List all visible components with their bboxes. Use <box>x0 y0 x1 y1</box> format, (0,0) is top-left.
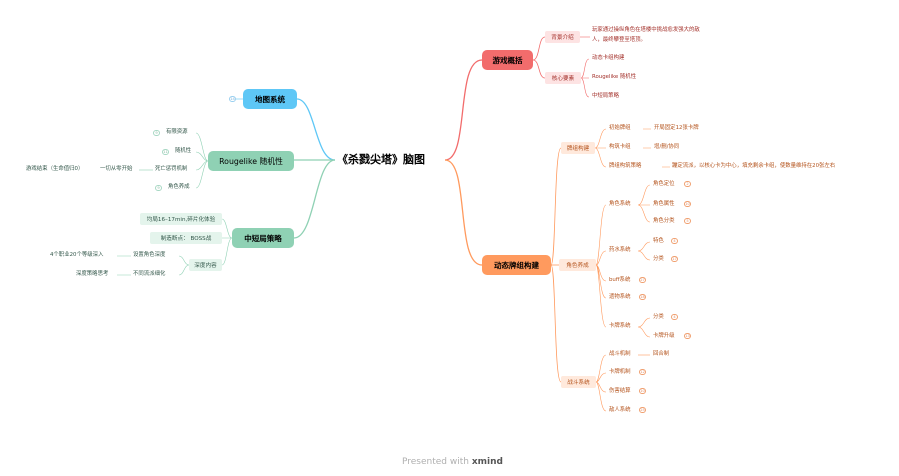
deck-strategy[interactable]: 牌组构筑策略 <box>609 163 642 169</box>
badge-icon[interactable]: 2 <box>684 181 691 187</box>
core-item[interactable]: Rougelike 随机性 <box>592 74 637 80</box>
depth-child[interactable]: 设置角色深度 <box>133 252 166 258</box>
battle-label: 战斗系统 <box>567 380 590 386</box>
background-text-2: 人，最终攀登至塔顶。 <box>592 37 646 43</box>
core-node[interactable]: 核心要素 <box>545 72 581 84</box>
background-label: 背景介绍 <box>551 35 574 41</box>
badge-icon[interactable]: 12 <box>639 369 646 375</box>
overview-node[interactable]: 游戏概括 <box>482 50 533 70</box>
mid-item[interactable]: 均局16–17min,碎片化体验 <box>140 213 222 225</box>
potion-item[interactable]: 分类 <box>653 256 664 262</box>
battle-mech[interactable]: 战斗机制 <box>609 351 631 357</box>
buff-system[interactable]: buff系统 <box>609 277 631 283</box>
background-node[interactable]: 背景介绍 <box>545 31 580 43</box>
mid-item-label: 深度内容 <box>194 263 217 269</box>
battle-node[interactable]: 战斗系统 <box>561 376 596 388</box>
xmind-logo: xmind <box>471 457 503 467</box>
role-system[interactable]: 角色系统 <box>609 201 631 207</box>
badge-icon[interactable]: 10 <box>684 201 691 207</box>
core-label: 核心要素 <box>551 76 575 82</box>
deck-label: 动态牌组构建 <box>494 260 539 270</box>
badge-icon[interactable]: 18 <box>639 294 646 300</box>
core-item[interactable]: 中短局策略 <box>592 93 619 99</box>
badge-icon[interactable]: 10 <box>639 388 646 394</box>
mid-item-label: 制造断点： BOSS战 <box>160 236 212 242</box>
depth-note: 4个职业20个等级深入 <box>50 252 104 258</box>
card-item[interactable]: 分类 <box>653 314 664 320</box>
battle-item[interactable]: 敌人系统 <box>609 407 631 413</box>
badge-icon[interactable]: 5 <box>684 218 691 224</box>
root-title: 《杀戮尖塔》脑图 <box>337 153 425 166</box>
map-label: 地图系统 <box>255 94 285 104</box>
death-note: 一切从零开始 <box>100 166 133 172</box>
initial-deck[interactable]: 初始牌组 <box>609 125 631 131</box>
buy-deck[interactable]: 构筑卡组 <box>609 144 631 150</box>
badge-icon[interactable]: 14 <box>229 96 236 102</box>
initial-deck-value: 开局固定12张卡牌 <box>654 125 699 131</box>
deck-strategy-value: 蹦定流派，以核心卡为中心，填充剩余卡组，使数量维持在20张左右 <box>672 163 836 169</box>
mid-item-label: 均局16–17min,碎片化体验 <box>146 217 216 223</box>
rogue-item[interactable]: 随机性 <box>175 148 192 154</box>
card-item[interactable]: 卡牌升级 <box>653 333 675 339</box>
badge-icon[interactable]: 11 <box>162 149 169 155</box>
footer-prefix: Presented with <box>402 457 469 467</box>
buy-deck-value: 增/删/协同 <box>654 144 680 150</box>
depth-note: 深度策略思考 <box>76 271 109 277</box>
core-item[interactable]: 动态卡组构建 <box>592 55 625 61</box>
battle-item[interactable]: 伤害结算 <box>609 388 631 394</box>
deck-node[interactable]: 动态牌组构建 <box>482 255 551 275</box>
badge-icon[interactable]: 13 <box>684 333 691 339</box>
rogue-item[interactable]: 角色养成 <box>168 184 190 190</box>
depth-child[interactable]: 不同流派细化 <box>133 271 166 277</box>
relic-system[interactable]: 遗物系统 <box>609 294 631 300</box>
potion-item[interactable]: 特色 <box>653 238 664 244</box>
badge-icon[interactable]: 4 <box>671 238 678 244</box>
role-item[interactable]: 角色分类 <box>653 218 675 224</box>
card-system[interactable]: 卡牌系统 <box>609 323 631 329</box>
background-text-1: 玩家通过操纵角色在塔楼中挑战愈发强大的敌 <box>592 27 700 33</box>
role-item[interactable]: 角色属性 <box>653 201 675 207</box>
deck-build-label: 牌组构建 <box>566 146 590 152</box>
badge-icon[interactable]: 9 <box>155 185 162 191</box>
badge-icon[interactable]: 27 <box>639 277 646 283</box>
mid-label: 中短局策略 <box>244 233 282 243</box>
mid-node[interactable]: 中短局策略 <box>232 228 294 248</box>
potion-system[interactable]: 药水系统 <box>609 247 631 253</box>
battle-mech-value: 回合制 <box>653 351 670 357</box>
badge-icon[interactable]: 4 <box>671 314 678 320</box>
mid-item[interactable]: 制造断点： BOSS战 <box>150 232 222 244</box>
rogue-label: Rougelike 随机性 <box>219 156 283 166</box>
battle-item[interactable]: 卡牌机制 <box>609 369 631 375</box>
badge-icon[interactable]: 25 <box>639 407 646 413</box>
mid-item[interactable]: 深度内容 <box>189 259 222 271</box>
rogue-item[interactable]: 有限资源 <box>166 129 188 135</box>
map-node[interactable]: 地图系统 <box>243 89 297 109</box>
rogue-item[interactable]: 死亡惩罚机制 <box>155 166 188 172</box>
role-growth-node[interactable]: 角色养成 <box>559 259 596 271</box>
deck-build-node[interactable]: 牌组构建 <box>561 142 595 154</box>
presented-with-xmind[interactable]: Presented with xmind <box>402 457 503 467</box>
badge-icon[interactable]: 9 <box>153 130 160 136</box>
role-growth-label: 角色养成 <box>566 263 589 269</box>
overview-label: 游戏概括 <box>492 55 523 65</box>
badge-icon[interactable]: 17 <box>671 256 678 262</box>
death-note-2: 游戏结束（生命值归0） <box>26 166 84 172</box>
role-item[interactable]: 角色定位 <box>653 181 675 187</box>
rogue-node[interactable]: Rougelike 随机性 <box>208 151 294 171</box>
